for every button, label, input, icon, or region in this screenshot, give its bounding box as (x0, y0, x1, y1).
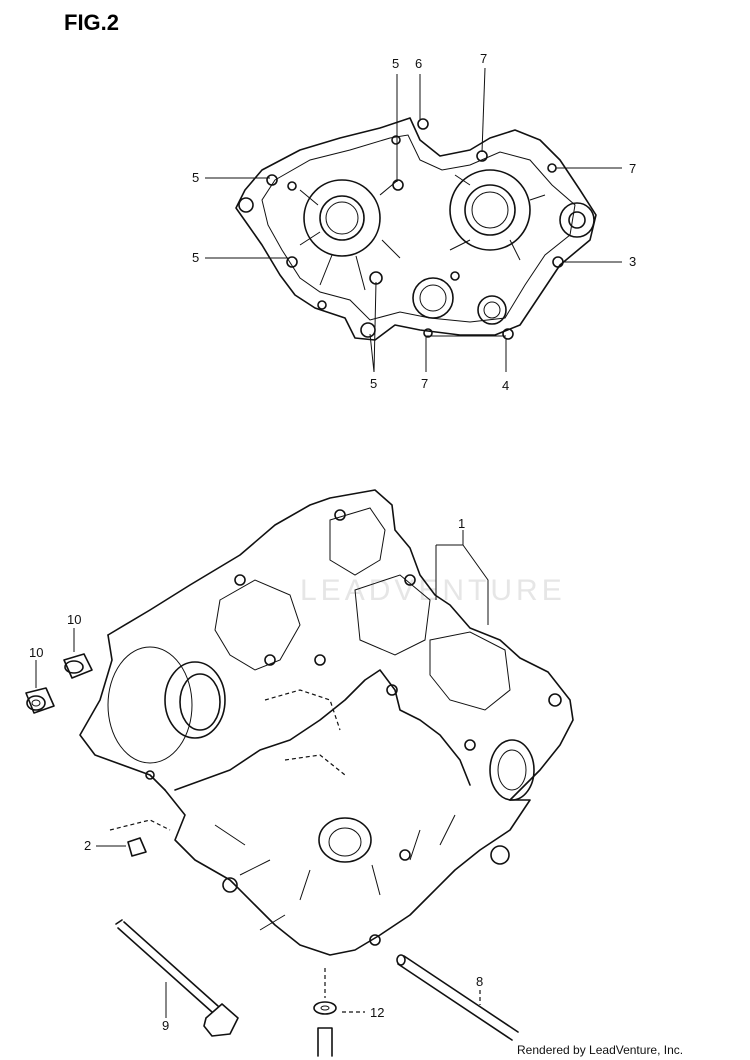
figure-title: FIG.2 (64, 10, 119, 35)
callout-1: 1 (458, 516, 465, 531)
dowel-pin-parts (25, 628, 93, 714)
callout-10-lower: 10 (29, 645, 43, 660)
callout-10-upper: 10 (67, 612, 81, 627)
leader-lines-top (205, 67, 622, 373)
plug-part (96, 819, 171, 857)
callout-5-bottom: 5 (370, 376, 377, 391)
credit-text: Rendered by LeadVenture, Inc. (517, 1043, 683, 1057)
callout-6: 6 (415, 56, 422, 71)
long-bolt-part (115, 919, 239, 1037)
callout-9: 9 (162, 1018, 169, 1033)
leader-bracket-1 (435, 530, 489, 625)
callout-2: 2 (84, 838, 91, 853)
callout-7-top: 7 (480, 51, 487, 66)
callout-5-upper-left: 5 (192, 170, 199, 185)
crankcase-half-view (235, 117, 597, 341)
washer-part (313, 968, 365, 1057)
callout-12: 12 (370, 1005, 384, 1020)
callout-3: 3 (629, 254, 636, 269)
stud-part (396, 954, 519, 1041)
callout-5-lower-left: 5 (192, 250, 199, 265)
watermark: LEADVENTURE (300, 574, 566, 607)
crankcase-assembly-view (79, 489, 574, 956)
callout-7-right: 7 (629, 161, 636, 176)
callout-7-bottom: 7 (421, 376, 428, 391)
callout-4: 4 (502, 378, 509, 393)
callout-8: 8 (476, 974, 483, 989)
callout-5-top: 5 (392, 56, 399, 71)
